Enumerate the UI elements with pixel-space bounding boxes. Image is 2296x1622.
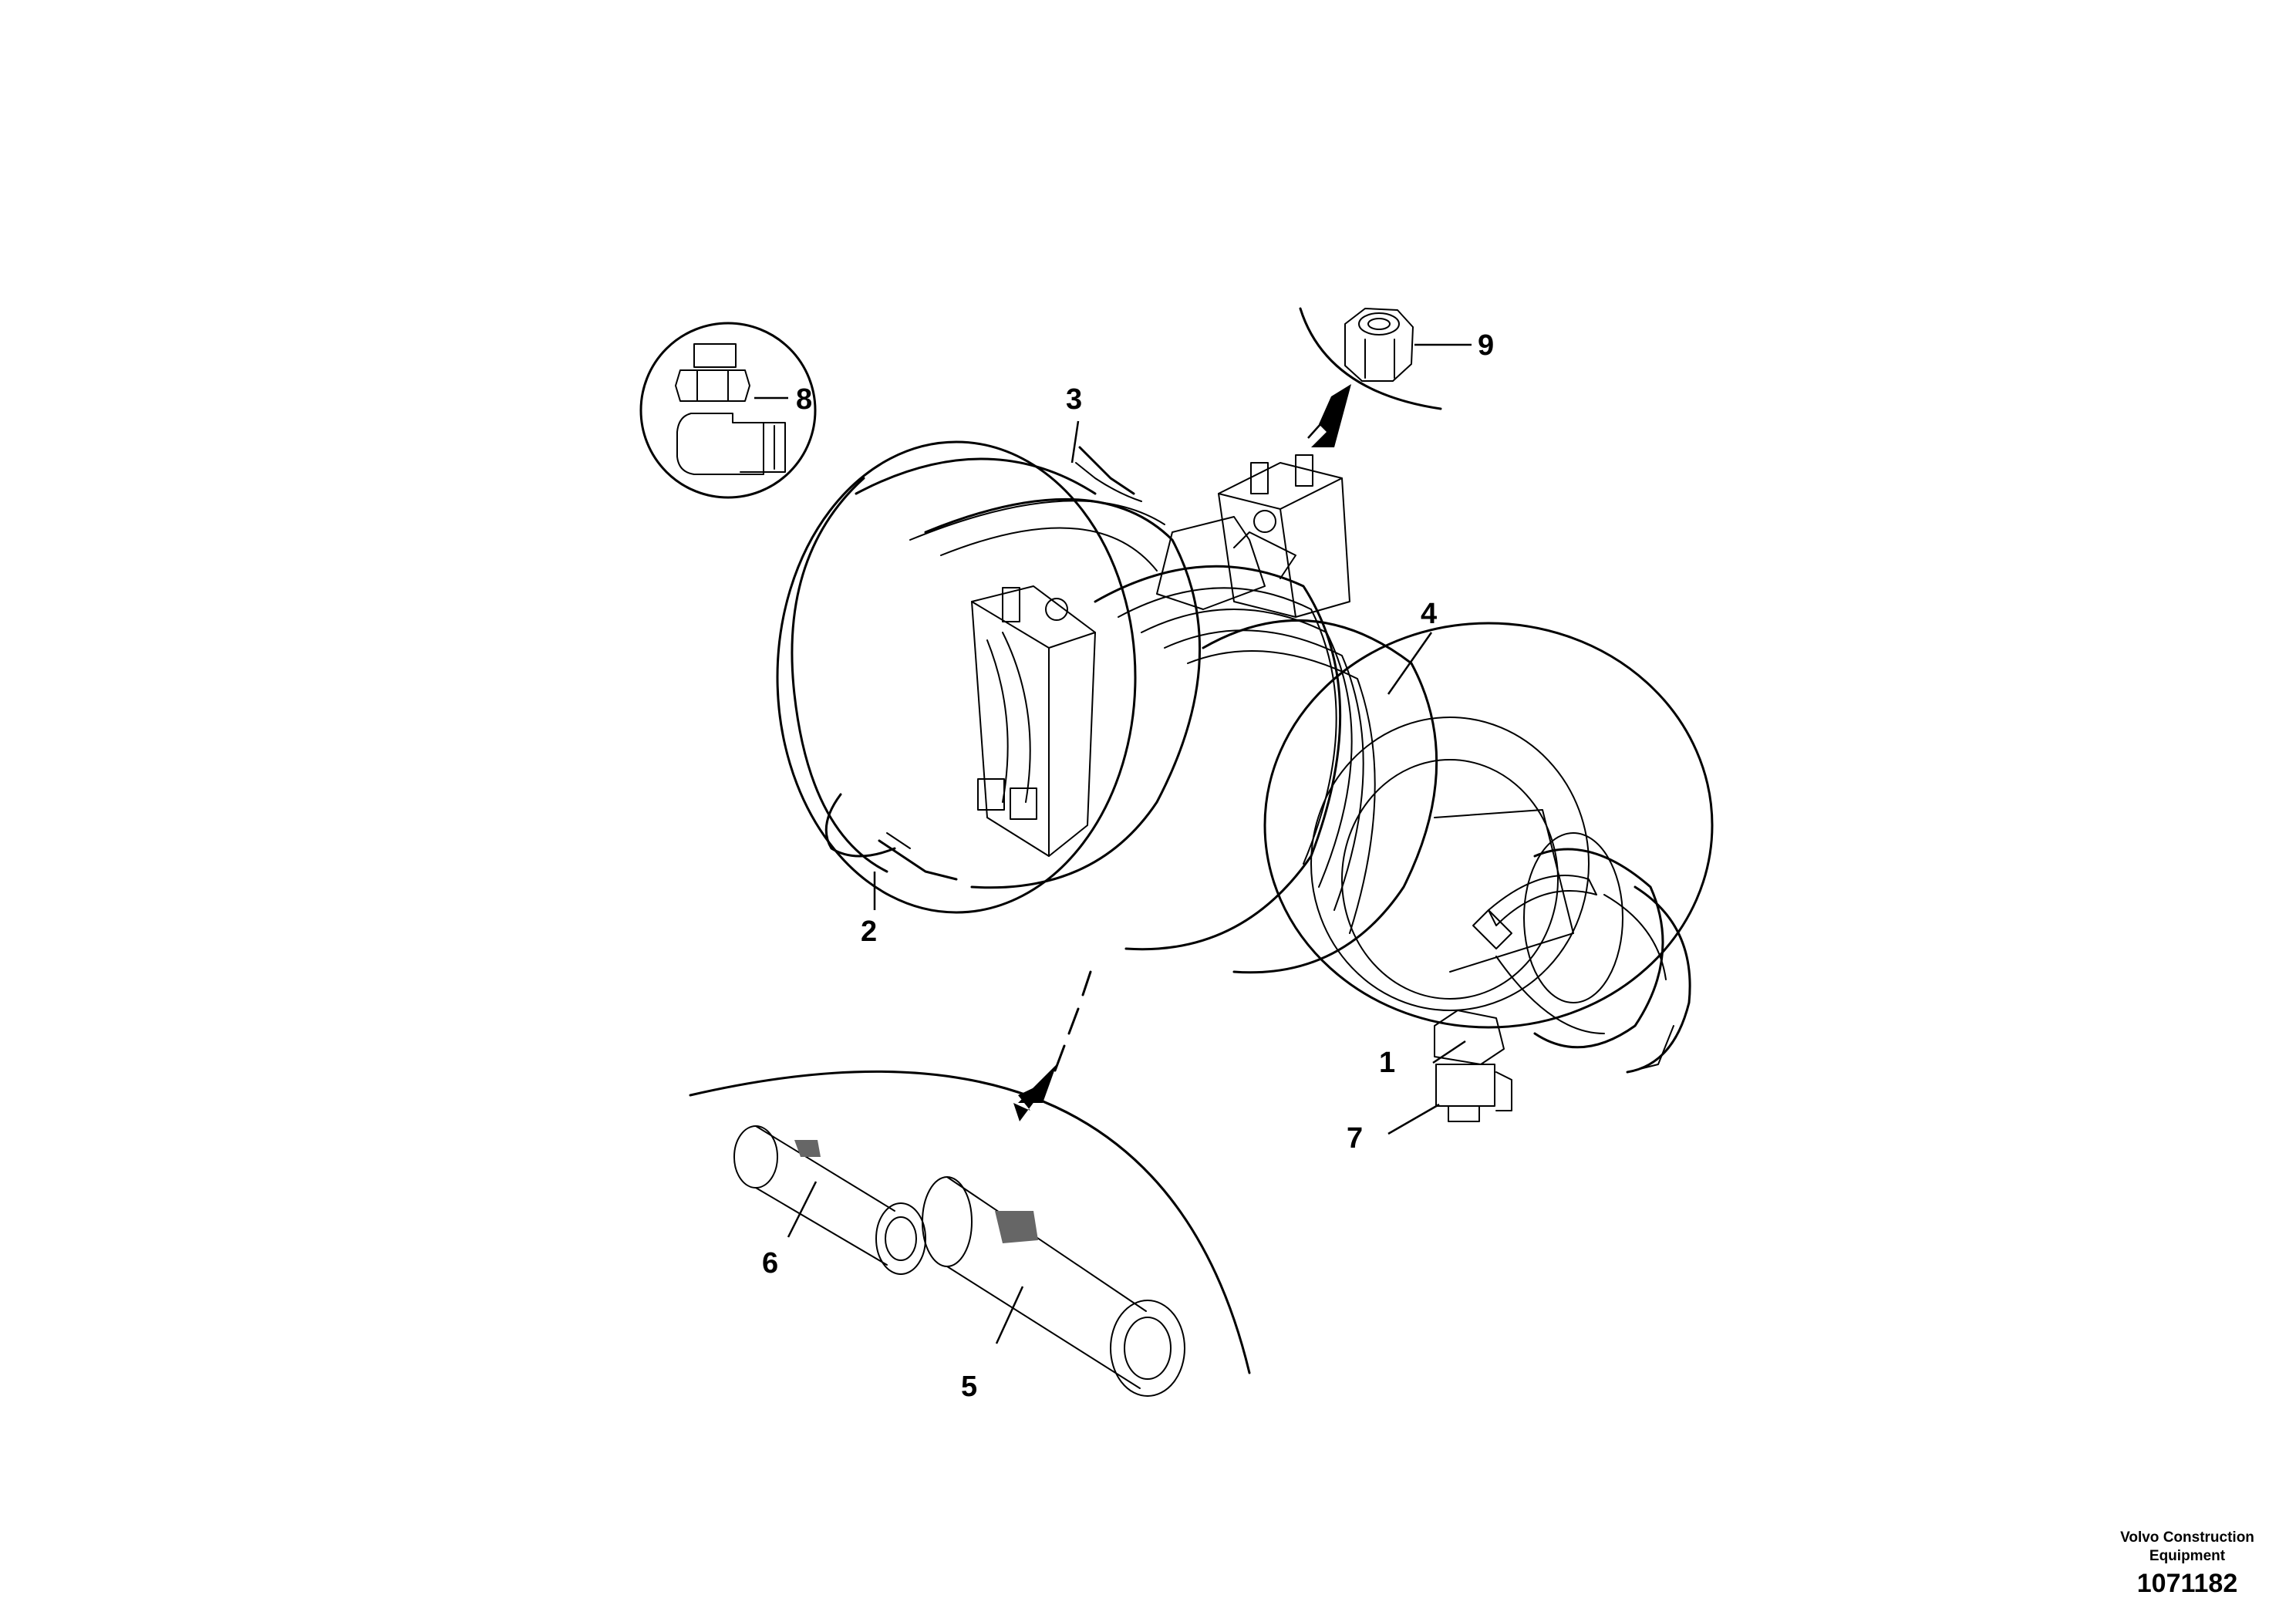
- callout-4: 4: [1421, 598, 1437, 630]
- callout-9: 9: [1478, 329, 1494, 362]
- callout-1: 1: [1379, 1047, 1395, 1079]
- detail-bubble-fitting: [639, 322, 817, 499]
- clamp-latch-top: [1075, 446, 1142, 502]
- credit-company: Volvo Construction Equipment: [2120, 1529, 2254, 1564]
- safety-filter-element: [733, 1125, 926, 1275]
- callout-3: 3: [1066, 383, 1082, 416]
- leader-lines: [754, 343, 1472, 1344]
- mounting-bracket-top: [1156, 454, 1350, 618]
- callout-8: 8: [796, 383, 812, 416]
- callout-7: 7: [1347, 1122, 1363, 1155]
- primary-filter-element: [922, 1176, 1185, 1397]
- air-cleaner-housing: [776, 440, 1714, 1122]
- mounting-bracket-lower: [971, 585, 1096, 857]
- callout-2: 2: [861, 916, 877, 948]
- callout-6: 6: [762, 1247, 778, 1280]
- detail-bubble-nut: [1299, 307, 1442, 447]
- callout-labels: 1 2 3 4 5 6 7 8 9: [762, 329, 1494, 1403]
- clamp-latch-bottom: [878, 832, 958, 881]
- callout-5: 5: [961, 1371, 977, 1403]
- detail-bubble-filters: [689, 970, 1251, 1397]
- drawing-number: 1071182: [2136, 1569, 2238, 1598]
